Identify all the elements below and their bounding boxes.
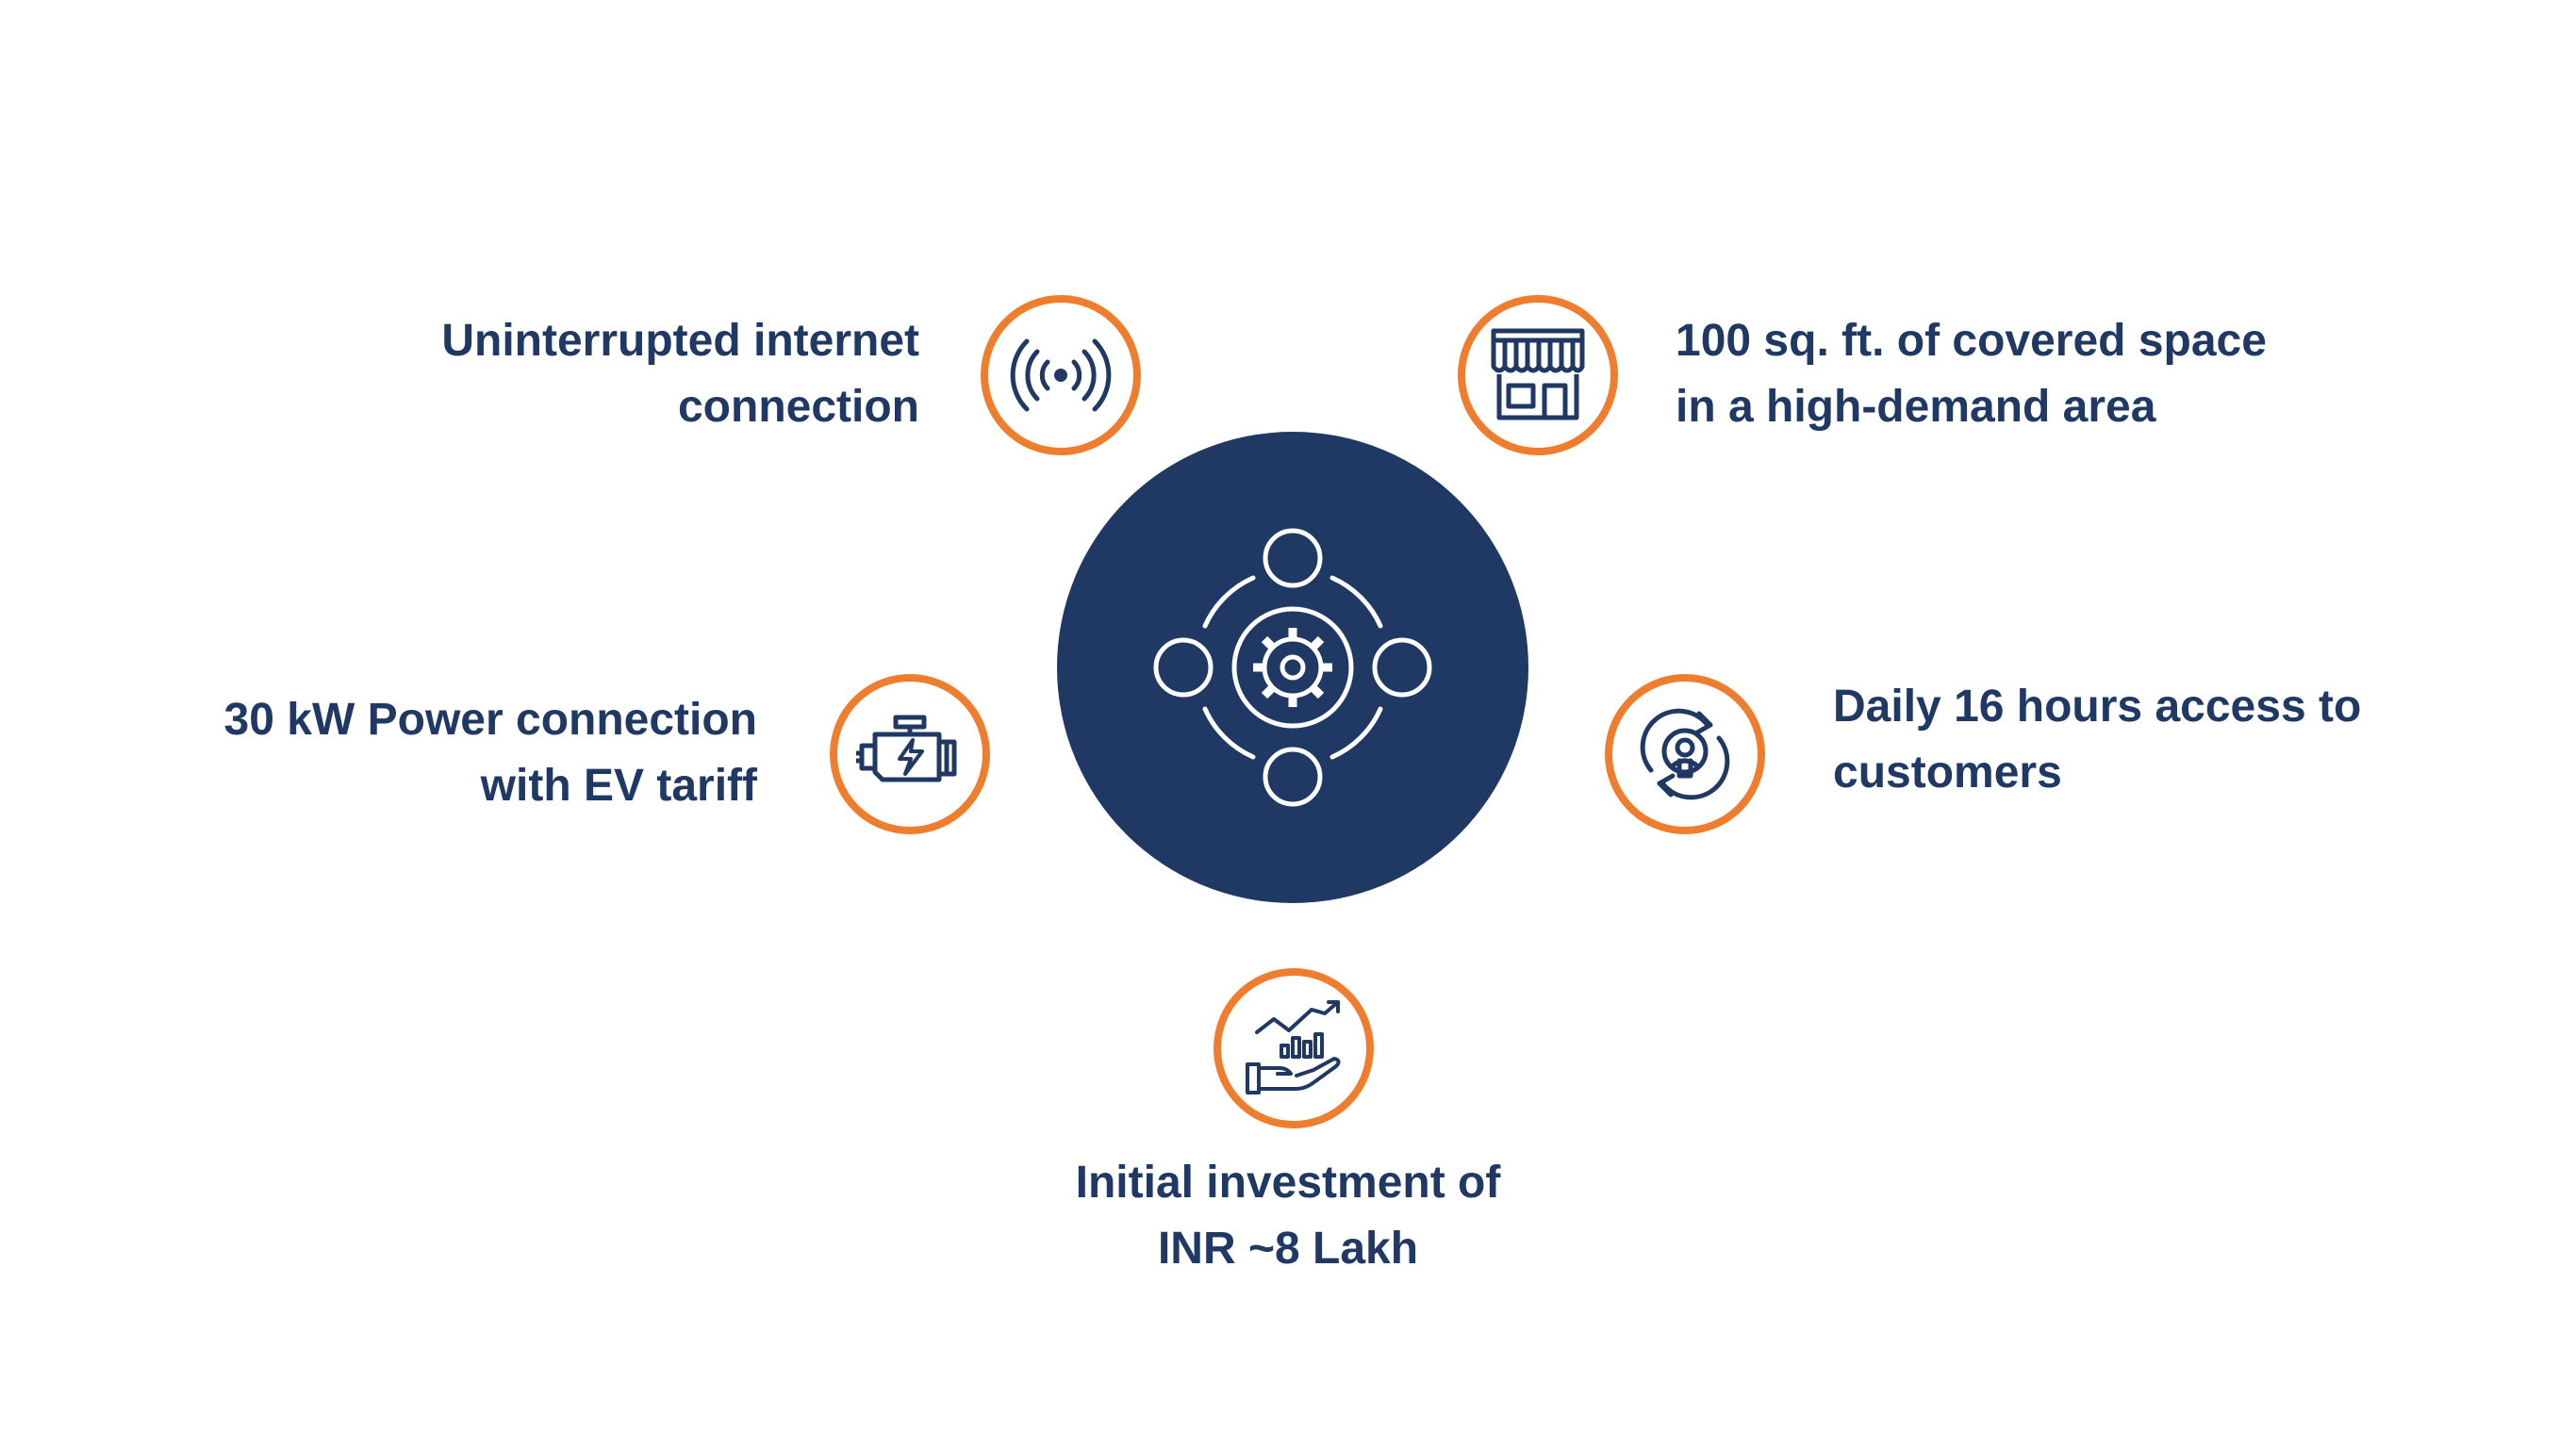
internet-label-line-1: Uninterrupted internet	[441, 316, 919, 366]
investment-label-line-2: INR ~8 Lakh	[1157, 1224, 1419, 1274]
access-label-line-1: Daily 16 hours access to	[1833, 682, 2362, 732]
engine-power-icon	[856, 715, 957, 782]
internet-label-line-2: connection	[677, 382, 919, 432]
access-label: Daily 16 hours access to customers	[1833, 674, 2361, 806]
internet-badge	[981, 295, 1141, 455]
investment-label: Initial investment of INR ~8 Lakh	[1005, 1150, 1571, 1282]
power-label: 30 kW Power connection with EV tariff	[224, 687, 757, 819]
access-badge	[1605, 674, 1765, 834]
space-badge	[1458, 295, 1618, 455]
customer-cycle-icon	[1640, 708, 1730, 800]
access-label-line-2: customers	[1833, 748, 2062, 798]
investment-growth-icon	[1246, 1000, 1341, 1094]
space-label: 100 sq. ft. of covered space in a high-d…	[1676, 308, 2267, 440]
internet-label: Uninterrupted internet connection	[441, 308, 919, 440]
wireless-signal-icon	[1010, 338, 1112, 412]
power-badge	[830, 674, 990, 834]
central-hub	[1057, 432, 1528, 903]
power-label-line-1: 30 kW Power connection	[223, 695, 757, 745]
investment-badge	[1214, 968, 1374, 1128]
power-label-line-2: with EV tariff	[480, 761, 757, 811]
storefront-icon	[1491, 328, 1585, 420]
space-label-line-1: 100 sq. ft. of covered space	[1676, 316, 2267, 366]
space-label-line-2: in a high-demand area	[1676, 382, 2156, 432]
investment-label-line-1: Initial investment of	[1075, 1158, 1501, 1208]
gear-network-icon	[1153, 528, 1432, 807]
